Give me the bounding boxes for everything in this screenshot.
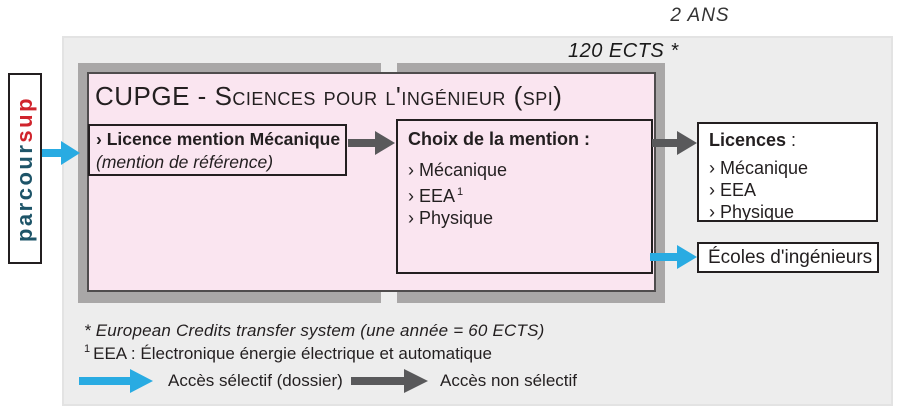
credits-label: 120 ECTS * bbox=[568, 40, 679, 62]
licence-item-physique: › Physique bbox=[709, 202, 795, 222]
entry-licence-subtitle: (mention de référence) bbox=[96, 152, 274, 172]
parcoursup-entry-arrow-icon bbox=[42, 141, 80, 165]
duration-label: 2 ANS bbox=[670, 5, 730, 26]
engineering-schools-box: Écoles d'ingénieurs bbox=[697, 242, 879, 273]
choice-item-physique: › Physique bbox=[408, 208, 494, 228]
legend-selective-label: Accès sélectif (dossier) bbox=[168, 371, 343, 390]
eea-footnote-ref: 1 bbox=[457, 186, 464, 198]
licences-box-title: Licences : bbox=[709, 130, 797, 150]
licences-transition-arrow-icon bbox=[652, 131, 697, 155]
choice-item-mecanique: › Mécanique bbox=[408, 160, 508, 180]
parcoursup-box: parcoursup bbox=[8, 73, 42, 264]
entry-licence-box: › Licence mention Mécanique (mention de … bbox=[88, 124, 347, 176]
mention-transition-arrow-icon bbox=[348, 131, 395, 155]
licence-item-eea: › EEA bbox=[709, 180, 757, 200]
entry-licence-title: › Licence mention Mécanique bbox=[96, 129, 341, 149]
licence-item-mecanique: › Mécanique bbox=[709, 158, 809, 178]
frame-gap-bottom bbox=[381, 292, 397, 303]
engineering-schools-label: Écoles d'ingénieurs bbox=[708, 247, 873, 268]
footnote-eea-ref: 1 bbox=[84, 343, 91, 355]
licences-box: Licences : › Mécanique › EEA › Physique bbox=[697, 122, 878, 222]
cupge-title: CUPGE - Sciences pour l'ingénieur (spi) bbox=[95, 81, 563, 111]
licences-list: › Mécanique › EEA › Physique bbox=[709, 157, 866, 223]
parcoursup-logo-primary: parcour bbox=[12, 142, 37, 242]
cupge-box: CUPGE - Sciences pour l'ingénieur (spi) bbox=[87, 72, 656, 292]
legend-non-selective-arrow-icon bbox=[351, 369, 428, 393]
frame-gap-top bbox=[381, 63, 397, 72]
parcoursup-logo-accent: sup bbox=[12, 95, 37, 143]
choice-box-title: Choix de la mention : bbox=[408, 129, 591, 149]
cupge-frame: CUPGE - Sciences pour l'ingénieur (spi) bbox=[78, 63, 665, 303]
legend-non-selective-label: Accès non sélectif bbox=[440, 371, 578, 390]
footnote-ects: * European Credits transfer system (une … bbox=[84, 321, 545, 340]
parcoursup-logo: parcoursup bbox=[11, 77, 39, 261]
legend-selective-arrow-icon bbox=[79, 369, 153, 393]
schools-arrow-icon bbox=[650, 245, 697, 269]
